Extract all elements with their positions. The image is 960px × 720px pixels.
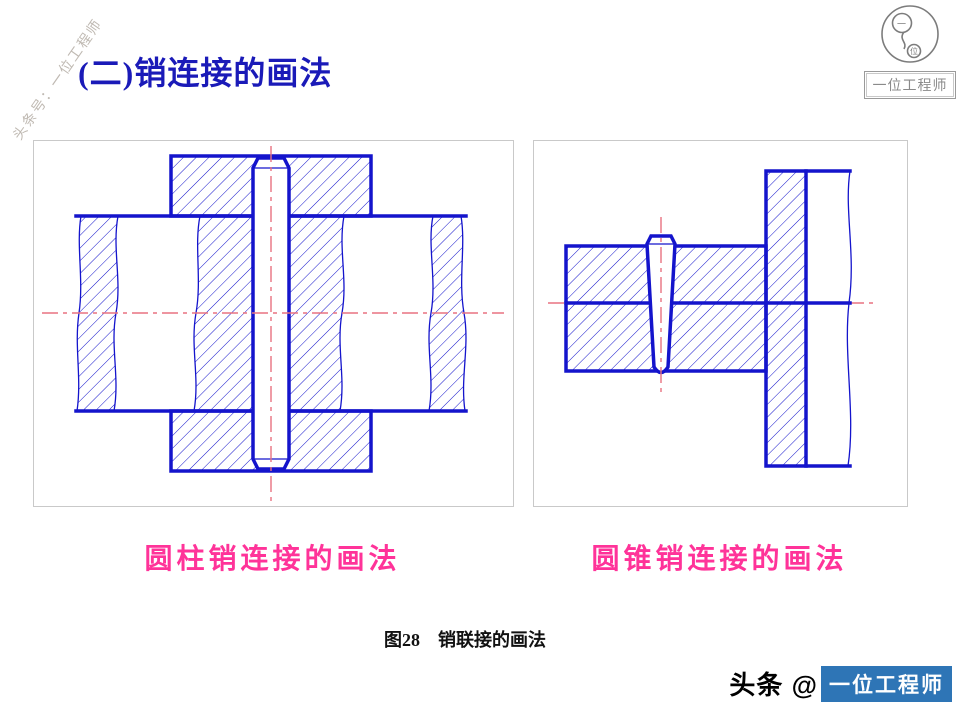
flange-section (764, 169, 852, 468)
cylindrical-pin-drawing (42, 146, 504, 501)
taper-pin-drawing (548, 169, 874, 468)
taper-pin-label: 圆锥销连接的画法 (591, 544, 848, 575)
engineer-logo: 一 位 一位工程师 (864, 2, 956, 99)
credit-highlight: 一位工程师 (821, 665, 952, 702)
cylindrical-pin-label: 圆柱销连接的画法 (144, 544, 401, 575)
credit-prefix: 头条 @ (729, 670, 818, 700)
engineer-logo-label: 一位工程师 (864, 71, 956, 99)
svg-text:一: 一 (897, 19, 906, 29)
taper-pin (645, 234, 677, 375)
engineer-logo-icon: 一 位 (881, 5, 939, 63)
figure-caption: 图28 销联接的画法 (384, 630, 546, 650)
svg-text:位: 位 (910, 46, 918, 56)
credit-footer: 头条 @ 一位工程师 (729, 665, 952, 702)
cylindrical-pin-figure (33, 140, 514, 507)
taper-pin-figure (533, 140, 908, 507)
centerlines (42, 146, 504, 501)
page-title: (二)销连接的画法 (78, 55, 333, 91)
